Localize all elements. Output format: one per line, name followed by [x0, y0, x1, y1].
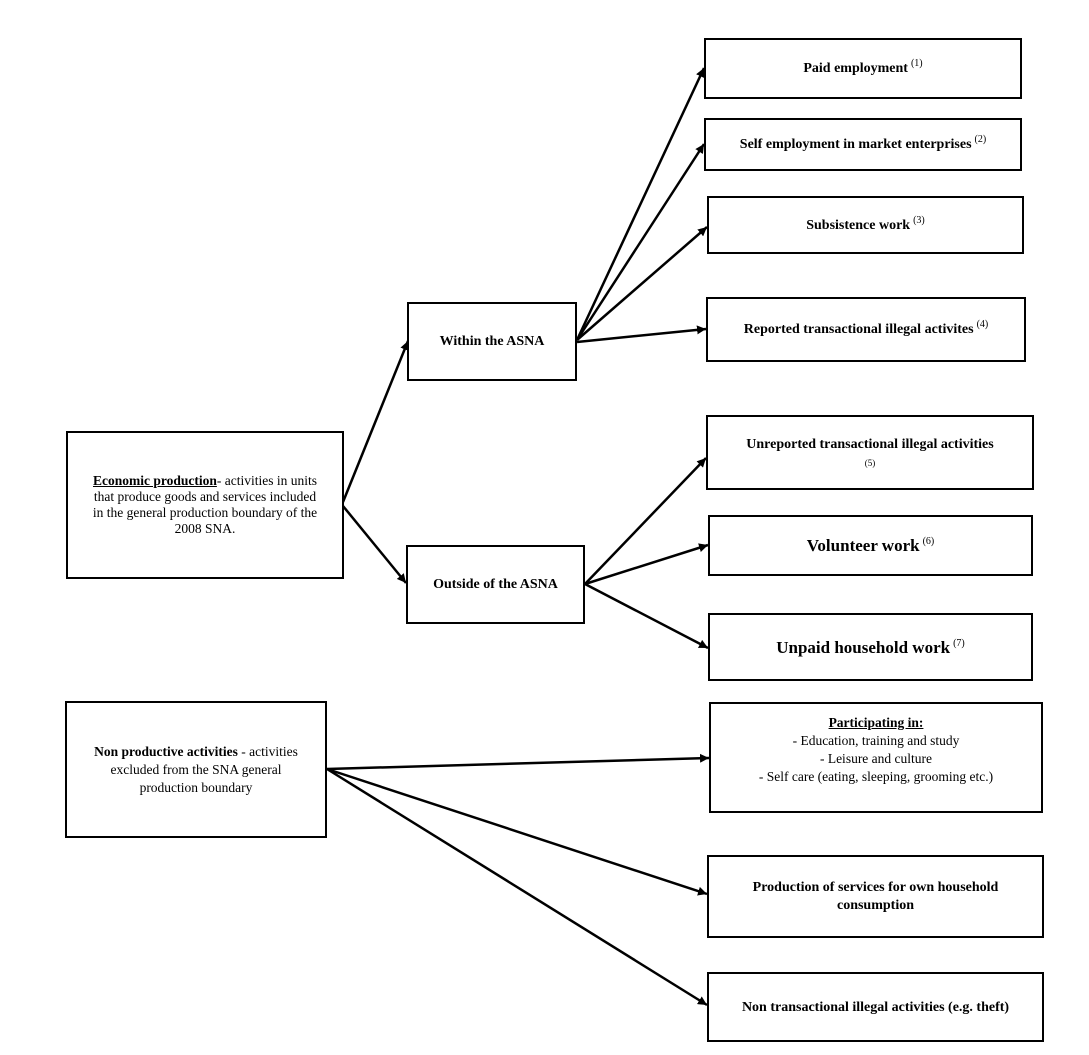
participating-item: - Leisure and culture	[819, 751, 933, 766]
arrow-nonproductive-to-nontransactional	[326, 767, 708, 1007]
volunteer-work-note: (6)	[922, 536, 935, 548]
self-employment-box: Self employment in market enterprises(2)	[704, 118, 1022, 171]
participating-item: - Self care (eating, sleeping, grooming …	[758, 769, 994, 784]
paid-employment-note: (1)	[910, 58, 923, 70]
unreported-illegal-label: Unreported transactional illegal activit…	[746, 437, 994, 452]
paid-employment-box: Paid employment(1)	[704, 38, 1022, 99]
within-asna-label: Within the ASNA	[439, 334, 545, 349]
participating-box: Participating in: - Education, training …	[709, 702, 1043, 813]
arrow-outside-to-unreported	[584, 457, 707, 585]
arrow-outside-to-volunteer	[584, 543, 709, 586]
arrow-within-to-paid	[575, 67, 706, 341]
economic-production-heading: Economic production	[92, 473, 217, 488]
arrow-outside-to-unpaid	[584, 582, 709, 650]
arrow-economic-to-outside	[342, 505, 407, 584]
non-productive-heading: Non productive activities	[94, 743, 238, 759]
unpaid-household-note: (7)	[953, 637, 965, 649]
non-transactional-label: Non transactional illegal activities (e.…	[741, 999, 1010, 1015]
reported-illegal-box: Reported transactional illegal activites…	[706, 297, 1026, 362]
self-employment-note: (2)	[974, 134, 987, 146]
unpaid-household-label: Unpaid household work	[776, 637, 951, 657]
within-asna-box: Within the ASNA	[407, 302, 577, 381]
subsistence-work-box: Subsistence work(3)	[707, 196, 1024, 254]
arrow-within-to-self	[575, 143, 706, 341]
reported-illegal-label: Reported transactional illegal activites	[743, 322, 974, 337]
subsistence-work-note: (3)	[913, 214, 925, 226]
production-services-label: Production of services for own household…	[752, 879, 999, 913]
economic-production-box: Economic production- activities in units…	[66, 431, 344, 579]
non-productive-text: - activities excluded from the SNA gener…	[110, 743, 298, 795]
arrow-within-to-reported	[576, 325, 707, 344]
arrow-nonproductive-to-participating	[326, 753, 710, 771]
volunteer-work-label: Volunteer work	[806, 536, 920, 555]
unreported-illegal-box: Unreported transactional illegal activit…	[706, 415, 1034, 490]
arrow-nonproductive-to-production	[326, 767, 708, 896]
unpaid-household-box: Unpaid household work(7)	[708, 613, 1033, 681]
non-productive-box: Non productive activities - activities e…	[65, 701, 327, 838]
unreported-illegal-note: (5)	[864, 458, 876, 468]
outside-asna-box: Outside of the ASNA	[406, 545, 585, 624]
paid-employment-label: Paid employment	[803, 61, 908, 76]
subsistence-work-label: Subsistence work	[806, 217, 911, 233]
reported-illegal-note: (4)	[976, 319, 989, 331]
arrow-economic-to-within	[341, 340, 410, 503]
outside-asna-label: Outside of the ASNA	[433, 577, 558, 592]
non-transactional-box: Non transactional illegal activities (e.…	[707, 972, 1044, 1042]
self-employment-label: Self employment in market enterprises	[739, 137, 972, 152]
volunteer-work-box: Volunteer work(6)	[708, 515, 1033, 576]
participating-heading: Participating in:	[828, 715, 924, 730]
arrow-within-to-subsistence	[576, 226, 708, 341]
production-services-box: Production of services for own household…	[707, 855, 1044, 938]
economic-production-text: - activities in units that produce goods…	[92, 473, 318, 536]
participating-item: - Education, training and study	[792, 733, 960, 748]
